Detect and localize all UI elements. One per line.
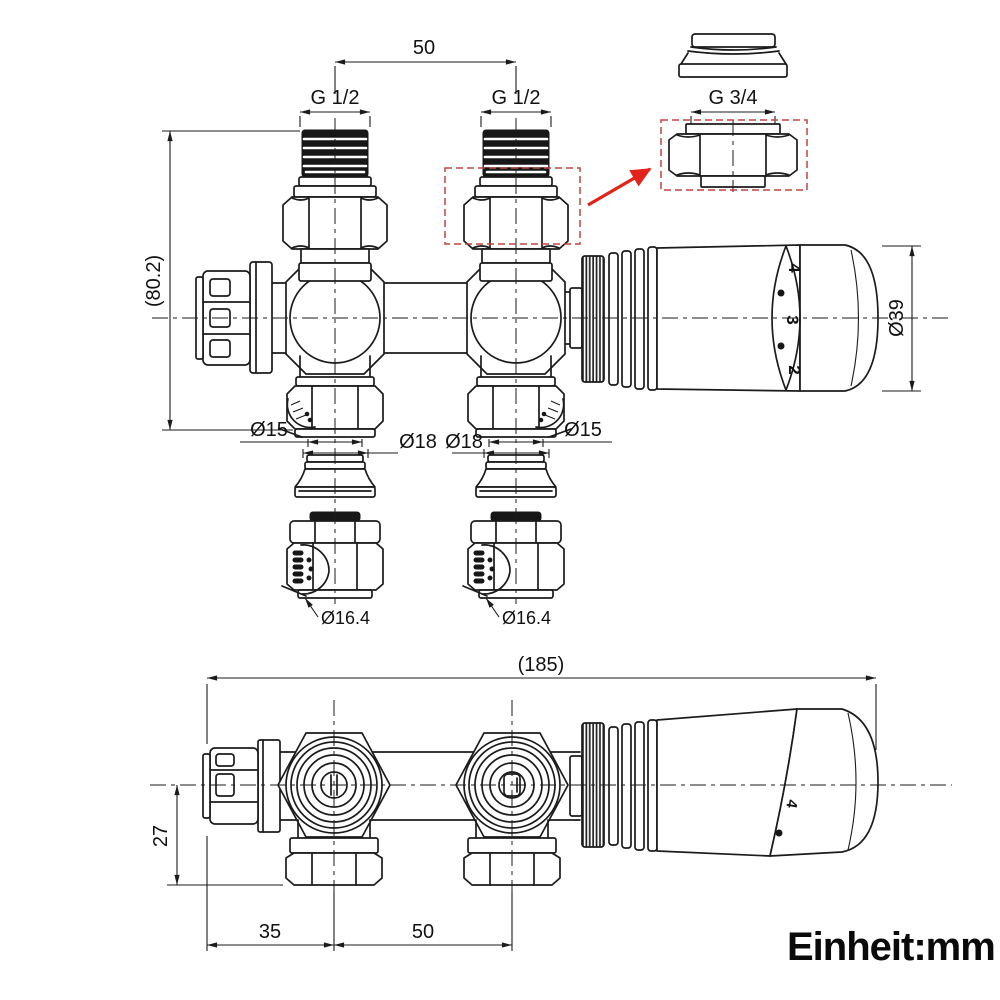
dial-number-4: 4 (785, 263, 804, 273)
dim-overall-height: (80.2) (143, 255, 165, 307)
adapter-silhouette (678, 33, 788, 78)
dim-cone-left: Ø18 (399, 431, 437, 453)
dim-fitting-left: Ø16.4 (321, 608, 370, 628)
dimensions-side: (185) 27 35 50 (150, 654, 877, 951)
dim-nut-bore-right: Ø15 (564, 419, 602, 441)
centerlines-top (152, 118, 948, 604)
dim-nut-bore-left: Ø15 (250, 419, 288, 441)
top-view: 4 3 2 50 G 1/2 G 1/2 (80.2) (143, 37, 948, 628)
unit-note: Einheit:mm (787, 925, 995, 969)
callout-rect-source (444, 167, 581, 245)
side-thermostatic-head: 4 (569, 708, 879, 857)
dial-ring (771, 245, 801, 391)
dial-number-3: 3 (783, 315, 802, 324)
side-end-cap (202, 739, 281, 833)
dim-thread-left: G 1/2 (311, 87, 360, 109)
dim-fitting-right: Ø16.4 (502, 608, 551, 628)
side-dial-number: 4 (782, 798, 800, 810)
callout-rect-detail (660, 119, 808, 191)
dim-cone-right: Ø18 (445, 431, 483, 453)
dim-thread-right: G 1/2 (492, 87, 541, 109)
dim-axis-height: 27 (150, 825, 172, 847)
dimensions-top: 50 G 1/2 G 1/2 (80.2) Ø39 Ø15 Ø18 Ø18 (143, 37, 921, 628)
detail-view: G 3/4 (668, 33, 798, 192)
knurled-ring (581, 255, 605, 383)
dim-head-diameter: Ø39 (886, 299, 908, 337)
compression-fitting-right (462, 511, 565, 599)
dimension-detail: G 3/4 (690, 87, 776, 124)
dim-detail-thread: G 3/4 (709, 87, 758, 109)
body-tube (271, 282, 573, 354)
centerlines-side (150, 700, 952, 900)
thermostatic-head-top: 4 3 2 (569, 244, 879, 392)
dim-overall-length: (185) (518, 654, 565, 676)
compression-fitting-left (281, 511, 384, 599)
dim-side-pipe-spacing: 50 (412, 921, 434, 943)
callout-arrow (587, 167, 652, 207)
dim-pipe-spacing: 50 (413, 37, 435, 59)
dim-left-offset: 35 (259, 921, 281, 943)
detail-nut (668, 120, 798, 192)
callout (444, 119, 808, 245)
dial-number-2: 2 (785, 365, 804, 374)
side-view: 4 (185) 27 35 50 (150, 654, 952, 951)
